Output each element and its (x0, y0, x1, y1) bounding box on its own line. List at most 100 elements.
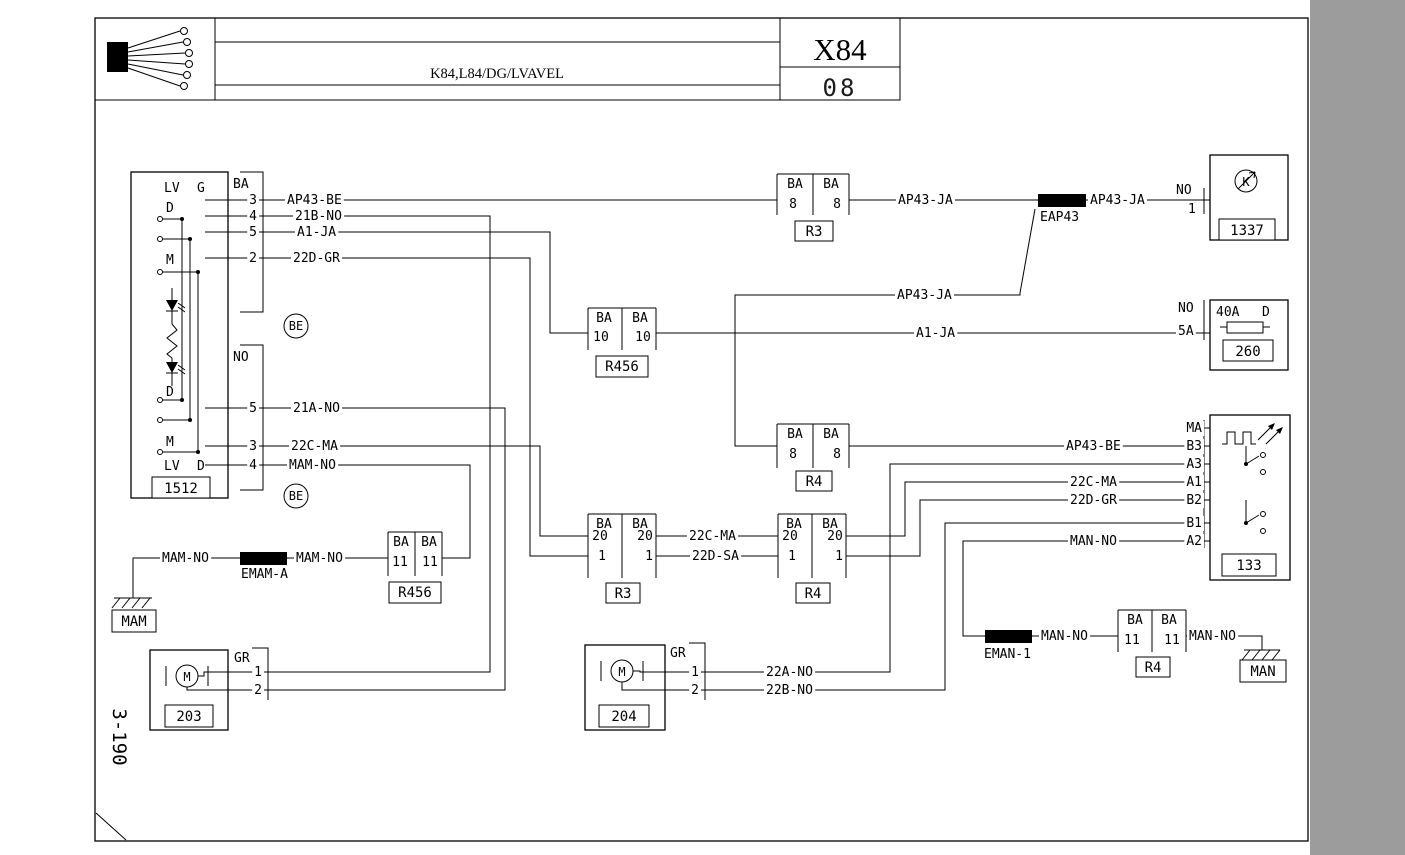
wire-ap43-ja-branch (734, 208, 1036, 447)
pin-number: 3 (249, 193, 257, 208)
wire-21b-no (198, 215, 491, 677)
arrowhead (1268, 423, 1275, 430)
wire-label: A1-JA (916, 326, 955, 341)
wire-end-icon (183, 38, 191, 46)
wire-label: A1-JA (297, 225, 336, 240)
contact-point (157, 449, 163, 455)
be-badge: BE (289, 319, 303, 333)
wire-fan-icon (127, 30, 186, 87)
pin-number: 3 (249, 439, 257, 454)
contact-point (157, 236, 163, 242)
motor-symbol: M (183, 670, 190, 684)
splice-block (240, 552, 287, 565)
motor-symbol-circle (610, 659, 634, 683)
wire-label: 22D-GR (293, 251, 340, 266)
junction-dot (188, 418, 192, 422)
wire-label: MAN-NO (1189, 629, 1236, 644)
pin-number: 5 (249, 225, 257, 240)
harness-title: K84,L84/DG/LVAVEL (430, 66, 564, 82)
ground-id-box (111, 609, 157, 633)
contact-arms (163, 218, 198, 453)
page-border (94, 17, 1309, 842)
component-id-box (1221, 553, 1277, 577)
component-id-box (1222, 339, 1274, 362)
pin-number: 2 (691, 683, 699, 698)
connector-side-label: BA (822, 517, 838, 532)
contact-point (1260, 452, 1266, 458)
connector-side-label: BA (596, 311, 612, 326)
connector-id: R4 (806, 474, 823, 490)
pin-number: 1 (835, 549, 843, 564)
ground-symbol (111, 597, 152, 609)
junction-dot (180, 398, 184, 402)
splice-label: EMAM-A (241, 567, 288, 582)
connector-body-icon (107, 42, 128, 72)
pin-name: A1 (1186, 475, 1202, 490)
connector-side-label: BA (787, 427, 803, 442)
connector-r456-top: BA BA 10 10 R456 (587, 307, 657, 378)
wire-label: 22D-SA (692, 549, 739, 564)
wire-label: 22C-MA (1070, 475, 1117, 490)
wire-label: MAM-NO (162, 551, 209, 566)
wire-22d-gr-1 (205, 257, 588, 557)
wire-label: MAN-NO (1041, 629, 1088, 644)
junction-dot (188, 237, 192, 241)
wire-22d-gr-right (846, 499, 1210, 557)
wire-label: 21A-NO (293, 401, 340, 416)
contact-point (157, 397, 163, 403)
ground-mam: MAM (111, 597, 157, 633)
connector-r4-top: BA BA 8 8 R4 (776, 423, 850, 492)
junction-dot (180, 217, 184, 221)
pin-name: MA (1186, 421, 1202, 436)
ground-id: MAM (121, 614, 146, 630)
wire-label: AP43-BE (287, 193, 342, 208)
paper (0, 0, 1310, 855)
wire-label: AP43-JA (898, 193, 953, 208)
pin-number: 8 (789, 447, 797, 462)
connector-r4-small: BA BA 11 11 R4 (1117, 609, 1187, 678)
wire-label: MAM-NO (289, 458, 336, 473)
page-number: 08 (823, 74, 858, 102)
component-203-motor: M 203 GR 1 2 (149, 647, 269, 731)
bracket-label: GR (670, 646, 686, 661)
connector-glyph (777, 513, 847, 578)
wire-label: AP43-BE (1066, 439, 1121, 454)
component-id-box (164, 704, 214, 728)
pin-number: 8 (789, 197, 797, 212)
gutter-strip (1310, 0, 1405, 855)
wire-22b-no (621, 522, 1210, 691)
component-id: 203 (176, 709, 201, 725)
junction-dot (196, 270, 200, 274)
pin-bracket (252, 647, 269, 700)
brush-bars (600, 661, 644, 681)
pin-number: 11 (1124, 633, 1140, 648)
connector-id-box (795, 582, 831, 604)
pin-name: B3 (1186, 439, 1202, 454)
clock-symbol: K (1242, 175, 1250, 189)
splice-block (1038, 194, 1086, 207)
wire-end-icon (180, 27, 188, 35)
component-outline (1209, 414, 1291, 581)
component-133-switch: MA B3 A3 A1 B2 B1 A2 133 (1184, 414, 1291, 581)
pin-number: 5A (1178, 324, 1194, 339)
brush-bars (165, 666, 209, 686)
symbol-arrow (1237, 171, 1256, 190)
component-id: 260 (1235, 344, 1260, 360)
resistor-symbol (1222, 431, 1256, 445)
switch-levers (1245, 446, 1260, 524)
bracket-label: GR (234, 651, 250, 666)
pin-number: 11 (392, 555, 408, 570)
connector-side-label: BA (421, 535, 437, 550)
pin-number: 4 (249, 458, 257, 473)
be-badge: BE (289, 489, 303, 503)
pin-number: 8 (833, 197, 841, 212)
motor-symbol-circle (175, 664, 199, 688)
component-260-fuse: 40A D 260 NO 5A (1176, 299, 1289, 371)
component-1337: K NO 1 1337 (1176, 154, 1289, 241)
pin-bracket-bottom (240, 344, 264, 491)
ground-symbol (1241, 649, 1281, 661)
contact-label-d: D (166, 201, 174, 216)
connector-id-box (1135, 656, 1171, 678)
